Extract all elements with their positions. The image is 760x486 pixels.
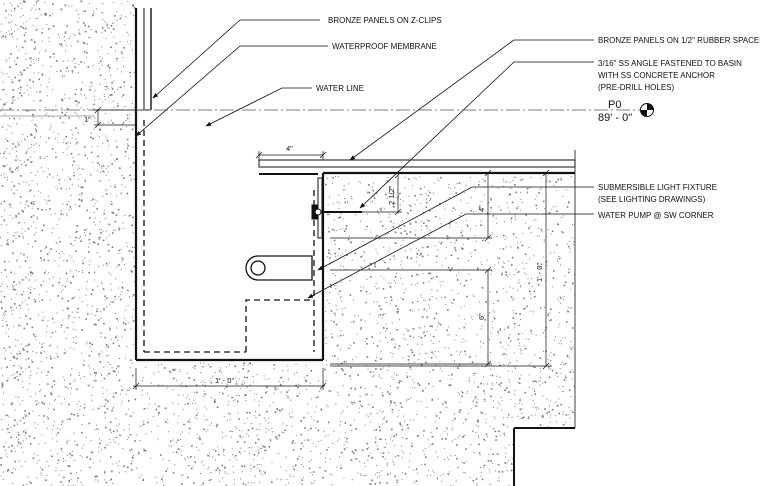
corner-void <box>514 428 760 486</box>
basin-walls <box>134 8 576 486</box>
callout-water-line: WATER LINE <box>316 84 364 93</box>
callout-ss-angle-line2: WITH SS CONCRETE ANCHOR <box>598 71 715 80</box>
leader-lines <box>135 19 594 299</box>
earth-bottom-hatch <box>134 362 516 486</box>
ss-angle-anchor <box>311 177 362 239</box>
dim-one-inch: 1" <box>84 115 91 124</box>
level-marker-icon <box>640 103 654 117</box>
light-fixture <box>245 255 313 281</box>
earth-right-hatch <box>514 362 576 429</box>
lower-right-void <box>575 150 760 426</box>
callout-waterproof-membrane: WATERPROOF MEMBRANE <box>332 42 437 51</box>
dimension-lines <box>94 106 552 390</box>
level-name: P0 <box>608 99 621 111</box>
callout-light-line2: (SEE LIGHTING DRAWINGS) <box>598 195 706 204</box>
level-elevation: 89' - 0" <box>598 112 632 124</box>
callout-water-pump: WATER PUMP @ SW CORNER <box>598 211 714 220</box>
callout-bronze-zclips: BRONZE PANELS ON Z-CLIPS <box>328 16 442 25</box>
dim-one-foot-horizontal: 1' - 0" <box>215 376 234 385</box>
callout-bronze-spacers: BRONZE PANELS ON 1/2" RUBBER SPACERS <box>598 36 760 45</box>
earth-left-hatch <box>0 0 136 486</box>
callout-light-line1: SUBMERSIBLE LIGHT FIXTURE <box>598 183 717 192</box>
dim-six-inch: 6" <box>477 313 486 320</box>
water-pump <box>245 299 315 352</box>
dim-two-and-half: 2 1/2" <box>387 185 396 205</box>
concrete-slab-hatch <box>325 176 576 364</box>
dim-four-inch-side: 4" <box>477 205 486 212</box>
dim-four-inch-top: 4" <box>286 144 293 153</box>
callout-ss-angle-line1: 3/16" SS ANGLE FASTENED TO BASIN <box>598 59 742 68</box>
callout-ss-angle-line3: (PRE-DRILL HOLES) <box>598 83 675 92</box>
waterproof-membrane <box>143 120 315 353</box>
dim-one-foot-vertical: 1' - 0" <box>535 263 544 282</box>
